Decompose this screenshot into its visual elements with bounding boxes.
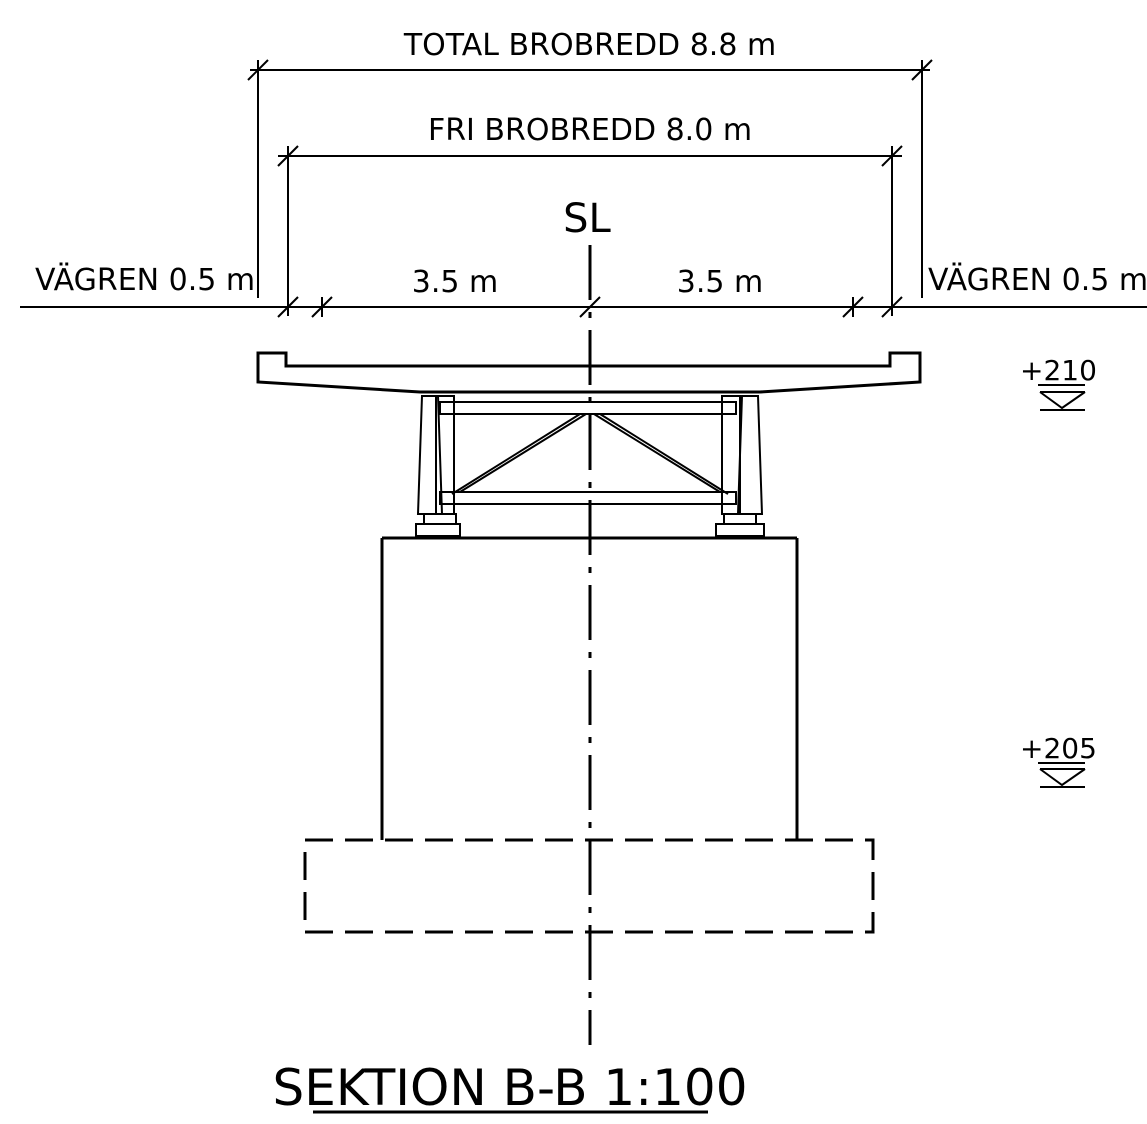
level-marker-top: +210 xyxy=(1020,354,1097,411)
centerline-label: SL xyxy=(563,196,611,242)
lane-dimension: VÄGREN 0.5 m VÄGREN 0.5 m 3.5 m 3.5 m xyxy=(20,262,1147,318)
level-bottom-label: +205 xyxy=(1020,732,1097,765)
level-top-label: +210 xyxy=(1020,354,1097,387)
free-width-label: FRI BROBREDD 8.0 m xyxy=(428,113,752,148)
lane-right-label: 3.5 m xyxy=(677,265,763,300)
total-width-label: TOTAL BROBREDD 8.8 m xyxy=(403,28,776,63)
steel-girders xyxy=(415,391,765,537)
centerline: SL xyxy=(563,196,612,1045)
level-marker-bottom: +205 xyxy=(1020,732,1097,788)
section-title-text: SEKTION B-B 1:100 xyxy=(272,1059,747,1117)
deck-slab xyxy=(256,351,922,394)
foundation xyxy=(303,838,875,934)
shoulder-right-label: VÄGREN 0.5 m xyxy=(928,262,1147,298)
shoulder-left-label: VÄGREN 0.5 m xyxy=(35,262,255,298)
section-title: SEKTION B-B 1:100 xyxy=(272,1059,747,1117)
pier xyxy=(380,536,799,840)
free-width-dimension: FRI BROBREDD 8.0 m xyxy=(277,113,903,316)
total-width-dimension: TOTAL BROBREDD 8.8 m xyxy=(247,28,933,298)
lane-left-label: 3.5 m xyxy=(412,265,498,300)
